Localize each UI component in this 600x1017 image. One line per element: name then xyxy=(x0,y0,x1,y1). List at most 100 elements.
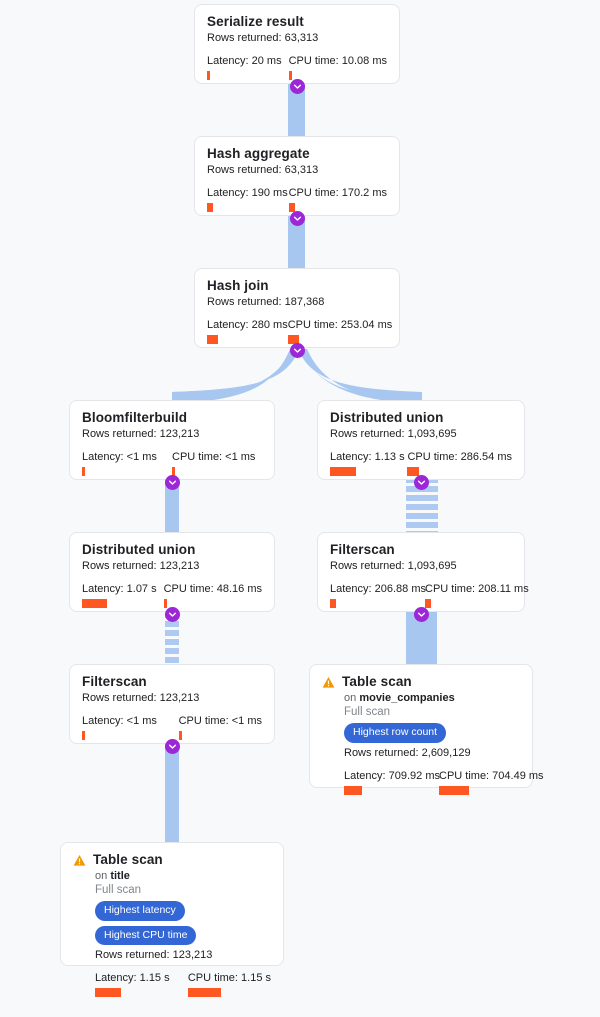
cpu-metric: CPU time: 1.15 s xyxy=(187,972,271,997)
node-metrics: Latency: <1 ms CPU time: <1 ms xyxy=(82,451,262,476)
cpu-label: CPU time: <1 ms xyxy=(172,451,256,463)
latency-label: Latency: 190 ms xyxy=(207,187,288,199)
cpu-bar xyxy=(178,731,182,740)
cpu-bar xyxy=(407,467,420,476)
latency-label: Latency: <1 ms xyxy=(82,451,157,463)
status-badge: Highest row count xyxy=(344,723,447,743)
cpu-bar xyxy=(288,203,295,212)
node-header: Filterscan xyxy=(82,674,262,690)
cpu-label: CPU time: 48.16 ms xyxy=(163,583,262,595)
chevron-down-icon xyxy=(417,612,426,617)
cpu-metric: CPU time: 10.08 ms xyxy=(288,55,387,80)
chevron-down-icon xyxy=(168,480,177,485)
node-title: Filterscan xyxy=(82,674,147,689)
collapse-toggle-distributed-union-right[interactable] xyxy=(414,475,429,490)
cpu-label: CPU time: 253.04 ms xyxy=(287,319,393,331)
node-header: Distributed union xyxy=(82,542,262,558)
node-title: Bloomfilterbuild xyxy=(82,410,188,425)
table-name: title xyxy=(110,870,130,882)
plan-node-serialize-result[interactable]: Serialize result Rows returned: 63,313 L… xyxy=(194,4,400,84)
cpu-label: CPU time: 208.11 ms xyxy=(425,583,529,595)
cpu-bar xyxy=(287,335,299,344)
collapse-toggle-filterscan-right[interactable] xyxy=(414,607,429,622)
node-header: Hash aggregate xyxy=(207,146,387,162)
cpu-bar xyxy=(172,467,175,476)
node-header: Distributed union xyxy=(330,410,512,426)
node-body: on movie_companies Full scan Highest row… xyxy=(322,691,544,795)
collapse-toggle-hash-aggregate[interactable] xyxy=(290,211,305,226)
node-body: on title Full scan Highest latency Highe… xyxy=(73,869,271,997)
plan-node-filterscan-right[interactable]: Filterscan Rows returned: 1,093,695 Late… xyxy=(317,532,529,612)
latency-bar xyxy=(207,71,210,80)
node-table-reference: on title xyxy=(95,869,271,883)
cpu-label: CPU time: 704.49 ms xyxy=(439,769,544,782)
cpu-metric: CPU time: <1 ms xyxy=(178,715,262,740)
latency-metric: Latency: <1 ms xyxy=(82,715,179,740)
plan-node-table-scan-title[interactable]: Table scan on title Full scan Highest la… xyxy=(60,842,284,997)
plan-node-hash-join[interactable]: Hash join Rows returned: 187,368 Latency… xyxy=(194,268,400,348)
cpu-bar xyxy=(163,599,167,608)
node-title: Serialize result xyxy=(207,14,304,29)
cpu-label: CPU time: 286.54 ms xyxy=(407,451,512,463)
latency-bar xyxy=(82,467,85,476)
latency-label: Latency: 709.92 ms xyxy=(344,769,441,782)
node-rows-returned: Rows returned: 187,368 xyxy=(207,296,325,308)
edge-hashjoin-bloomfilter xyxy=(172,349,299,404)
node-rows-returned: Rows returned: 63,313 xyxy=(207,164,319,176)
node-header: Bloomfilterbuild xyxy=(82,410,262,426)
edge-filterscan-left-tablescan xyxy=(165,744,179,844)
cpu-metric: CPU time: 170.2 ms xyxy=(288,187,387,212)
latency-bar xyxy=(330,599,336,608)
badge-list: Highest row count xyxy=(344,723,520,743)
latency-label: Latency: 1.13 s xyxy=(330,451,405,463)
node-header: Table scan xyxy=(73,852,271,868)
status-badge-latency: Highest latency xyxy=(95,901,185,921)
badge-list: Highest latency Highest CPU time xyxy=(95,901,271,945)
on-prefix-label: on xyxy=(95,870,108,882)
plan-node-filterscan-left[interactable]: Filterscan Rows returned: 123,213 Latenc… xyxy=(69,664,275,744)
plan-node-distributed-union-left[interactable]: Distributed union Rows returned: 123,213… xyxy=(69,532,275,612)
node-rows-returned: Rows returned: 123,213 xyxy=(82,560,200,572)
edge-hashjoin-distunion-fill xyxy=(300,350,422,404)
node-metrics: Latency: 20 ms CPU time: 10.08 ms xyxy=(207,55,387,80)
latency-metric: Latency: 1.13 s xyxy=(330,451,407,476)
cpu-metric: CPU time: 48.16 ms xyxy=(163,583,262,608)
latency-metric: Latency: 1.07 s xyxy=(82,583,164,608)
plan-node-table-scan-movie-companies[interactable]: Table scan on movie_companies Full scan … xyxy=(309,664,544,795)
collapse-toggle-distributed-union-left[interactable] xyxy=(165,607,180,622)
node-metrics: Latency: 1.15 s CPU time: 1.15 s xyxy=(95,972,271,997)
node-metrics: Latency: 280 ms CPU time: 253.04 ms xyxy=(207,319,392,344)
node-rows-returned: Rows returned: 123,213 xyxy=(95,949,213,961)
chevron-down-icon xyxy=(293,84,302,89)
plan-node-hash-aggregate[interactable]: Hash aggregate Rows returned: 63,313 Lat… xyxy=(194,136,400,216)
collapse-toggle-bloomfilterbuild[interactable] xyxy=(165,475,180,490)
node-title: Hash join xyxy=(207,278,269,293)
chevron-down-icon xyxy=(168,612,177,617)
collapse-toggle-serialize-result[interactable] xyxy=(290,79,305,94)
on-prefix-label: on xyxy=(344,692,357,704)
cpu-metric: CPU time: 286.54 ms xyxy=(407,451,512,476)
table-name: movie_companies xyxy=(359,692,455,704)
node-title: Distributed union xyxy=(82,542,196,557)
latency-metric: Latency: <1 ms xyxy=(82,451,172,476)
node-rows-returned: Rows returned: 1,093,695 xyxy=(330,560,457,572)
collapse-toggle-hash-join[interactable] xyxy=(290,343,305,358)
node-title: Hash aggregate xyxy=(207,146,310,161)
latency-metric: Latency: 20 ms xyxy=(207,55,289,80)
latency-bar xyxy=(95,988,121,997)
cpu-metric: CPU time: 253.04 ms xyxy=(287,319,393,344)
plan-node-bloomfilterbuild[interactable]: Bloomfilterbuild Rows returned: 123,213 … xyxy=(69,400,275,480)
latency-label: Latency: <1 ms xyxy=(82,715,157,727)
node-rows-returned: Rows returned: 123,213 xyxy=(82,428,200,440)
node-title: Table scan xyxy=(342,674,412,689)
collapse-toggle-filterscan-left[interactable] xyxy=(165,739,180,754)
plan-node-distributed-union-right[interactable]: Distributed union Rows returned: 1,093,6… xyxy=(317,400,525,480)
scan-type-label: Full scan xyxy=(344,706,391,718)
warning-triangle-icon xyxy=(322,676,335,689)
chevron-down-icon xyxy=(293,348,302,353)
cpu-label: CPU time: <1 ms xyxy=(178,715,262,727)
latency-label: Latency: 206.88 ms xyxy=(330,583,427,595)
edge-hashjoin-bloomfilter-fill xyxy=(172,349,299,399)
latency-bar xyxy=(82,599,107,608)
